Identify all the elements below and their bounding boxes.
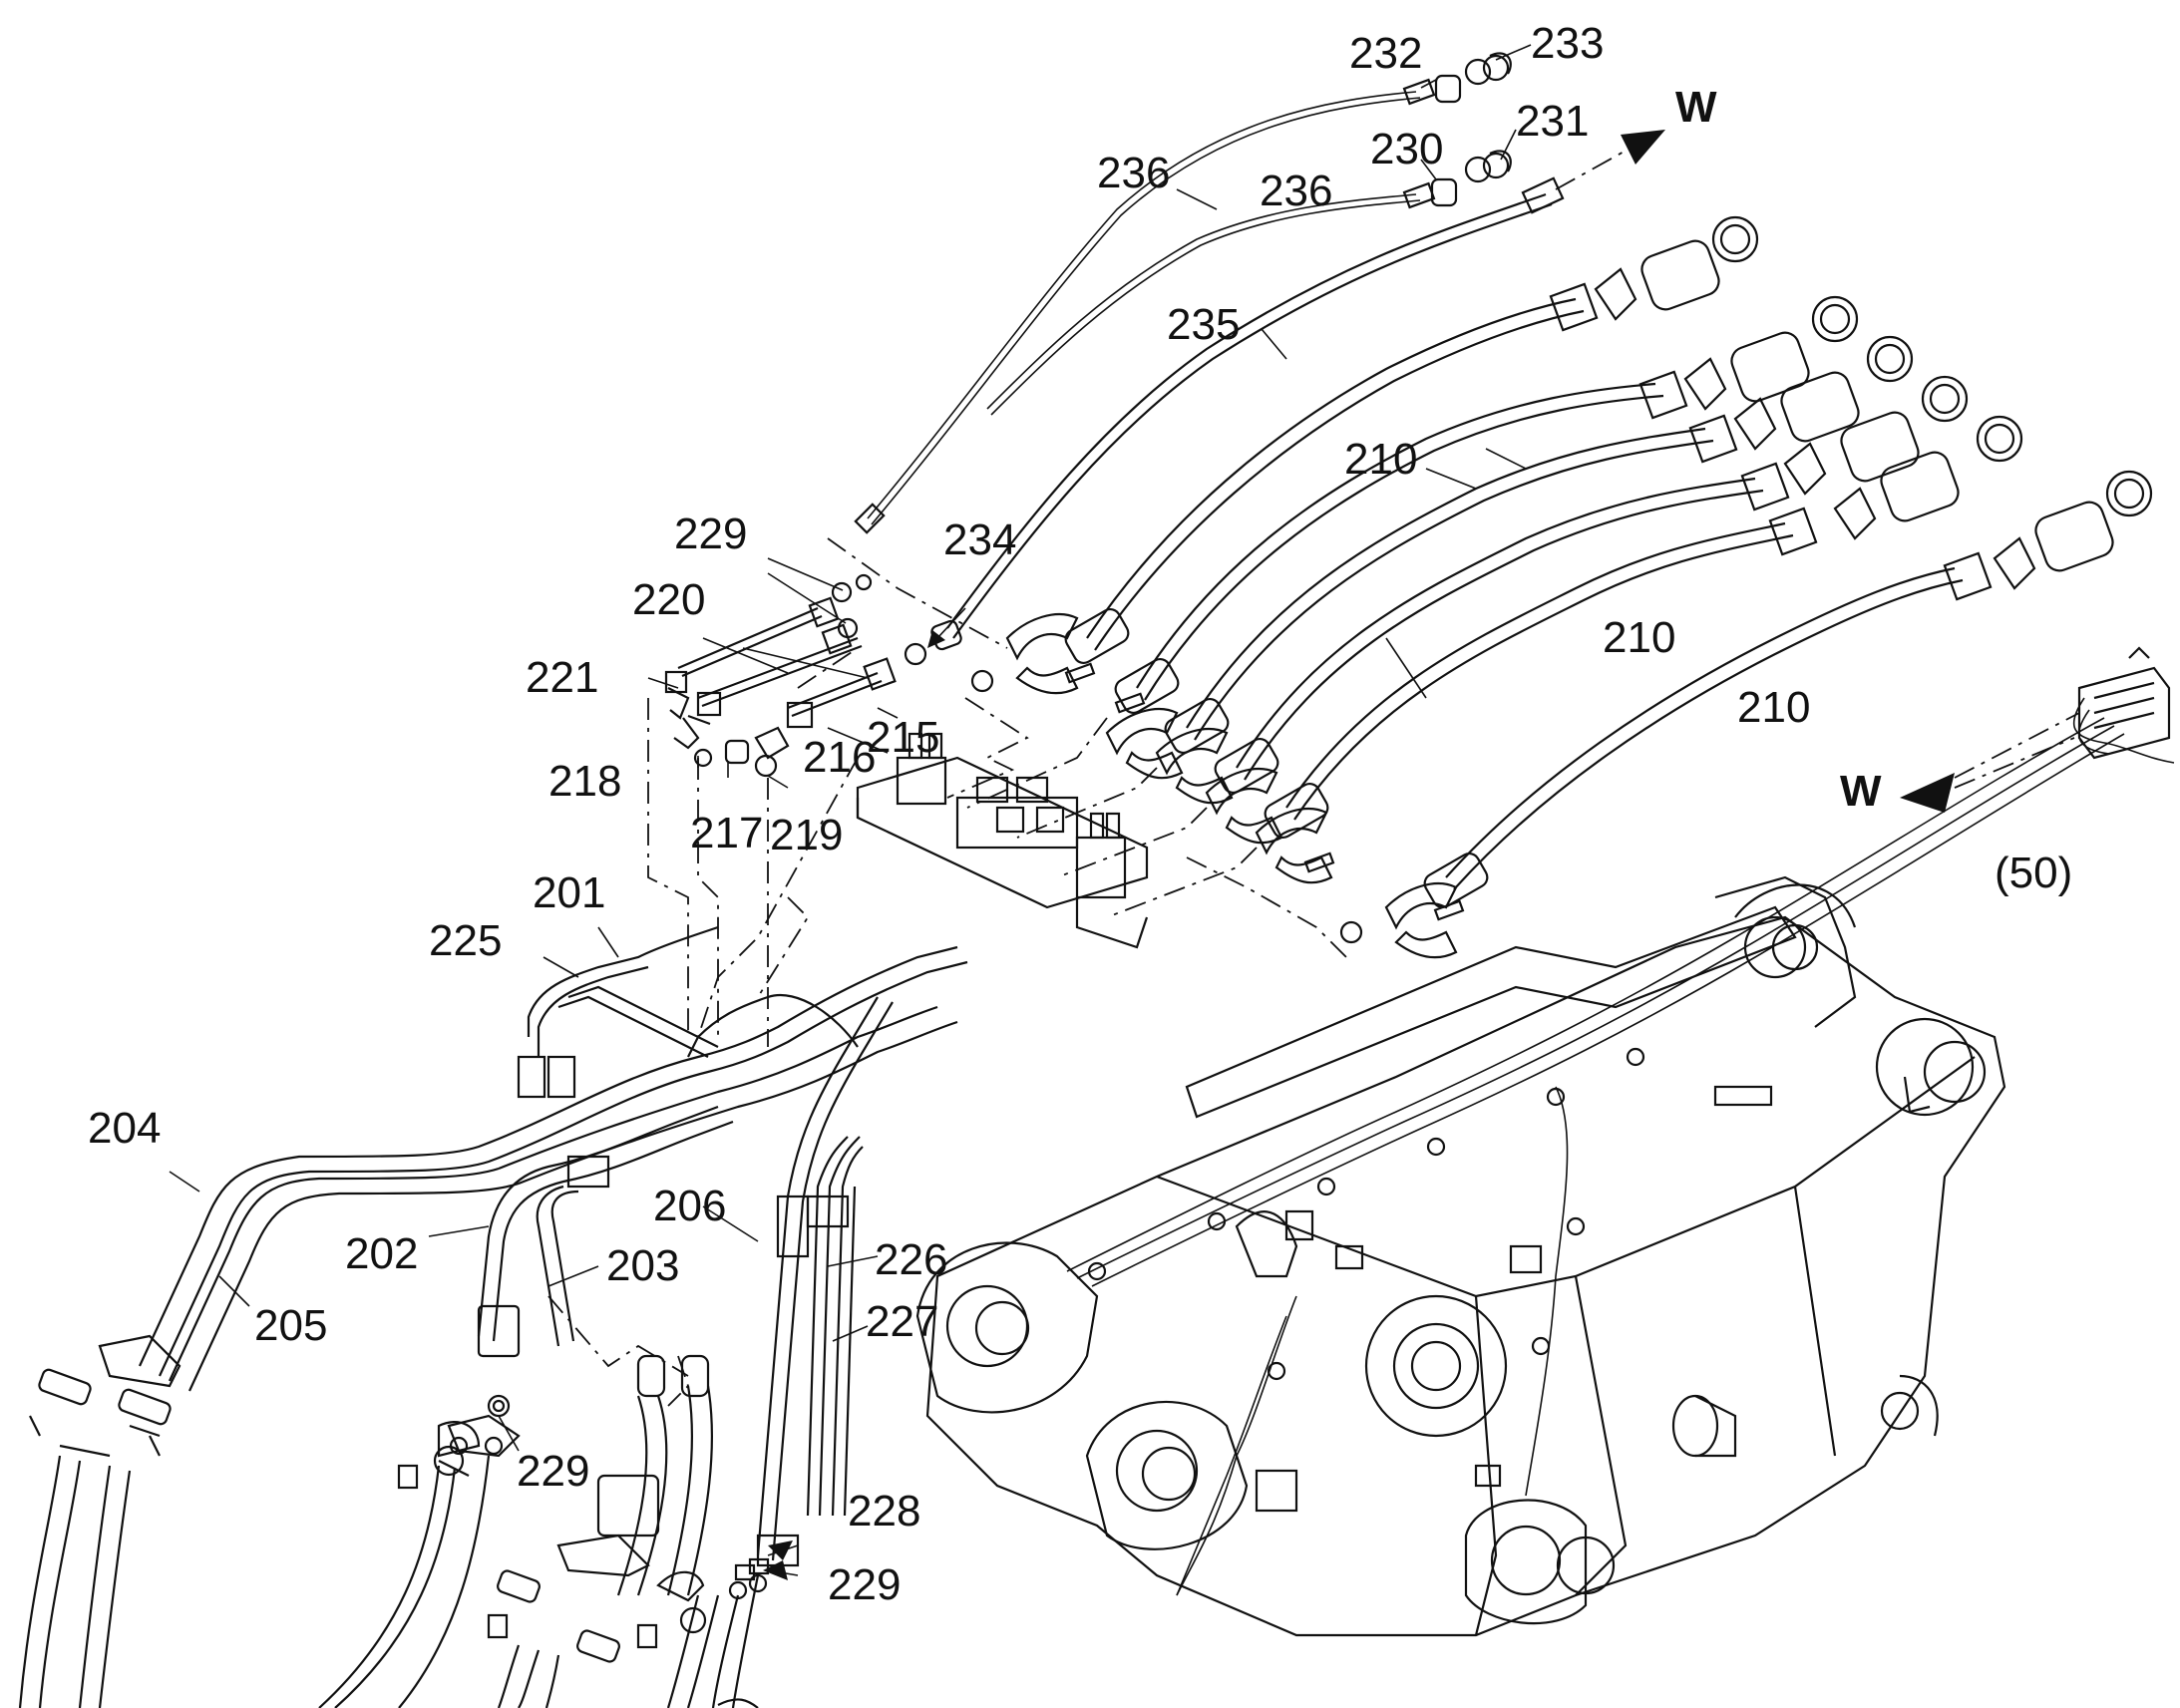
label-229-top: 229	[674, 510, 747, 558]
hose-end-adapters	[1594, 215, 2153, 590]
label-220: 220	[632, 575, 705, 624]
small-fittings	[664, 573, 966, 778]
label-215: 215	[867, 713, 939, 762]
label-226: 226	[875, 1235, 947, 1284]
label-232: 232	[1349, 29, 1422, 78]
label-50: (50)	[1995, 849, 2072, 897]
fittings-230-233	[1430, 52, 1665, 207]
boom-structure	[915, 875, 2006, 1637]
label-210-upper: 210	[1344, 435, 1417, 484]
label-236-upper: 236	[1097, 149, 1170, 197]
label-234: 234	[943, 515, 1016, 564]
label-203: 203	[606, 1241, 679, 1290]
leader-lines	[169, 44, 1532, 1452]
label-228: 228	[848, 1487, 920, 1536]
label-230: 230	[1370, 125, 1443, 173]
label-204: 204	[88, 1104, 161, 1153]
label-231: 231	[1516, 97, 1589, 146]
label-w-right: W	[1840, 767, 1882, 816]
assembly-center-lines	[547, 537, 1347, 1407]
label-219: 219	[770, 811, 843, 859]
label-218: 218	[548, 757, 621, 806]
callout-labels: 232 233 231 W 230 236 236 235 210 210 21…	[88, 19, 2072, 1609]
lower-hoses	[18, 1354, 760, 1708]
label-216: 216	[803, 733, 876, 782]
wire-harness	[1066, 717, 2125, 1596]
hoses-210	[1064, 282, 1993, 909]
label-210-middle: 210	[1603, 613, 1675, 662]
label-210-lower: 210	[1737, 683, 1810, 732]
arrow-w-right	[1900, 712, 2080, 813]
label-236-lower: 236	[1260, 167, 1332, 215]
label-225: 225	[429, 916, 502, 965]
label-202: 202	[345, 1229, 418, 1278]
label-221: 221	[526, 653, 598, 702]
rigid-pipes	[29, 925, 968, 1663]
label-205: 205	[254, 1301, 327, 1350]
bottom-fittings	[397, 1394, 799, 1708]
label-201: 201	[533, 868, 605, 917]
split-flange-clamps	[970, 613, 1465, 959]
label-233: 233	[1531, 19, 1604, 68]
label-229-left: 229	[517, 1447, 589, 1496]
label-206: 206	[653, 1182, 726, 1230]
hoses-235-236	[854, 78, 1565, 639]
connector-50	[2072, 646, 2175, 764]
label-227: 227	[866, 1297, 938, 1346]
label-229-bottom: 229	[828, 1560, 901, 1609]
label-217: 217	[690, 809, 763, 857]
label-235: 235	[1167, 300, 1240, 349]
valve-block-assembly	[856, 732, 1149, 949]
label-w-top: W	[1675, 83, 1717, 132]
